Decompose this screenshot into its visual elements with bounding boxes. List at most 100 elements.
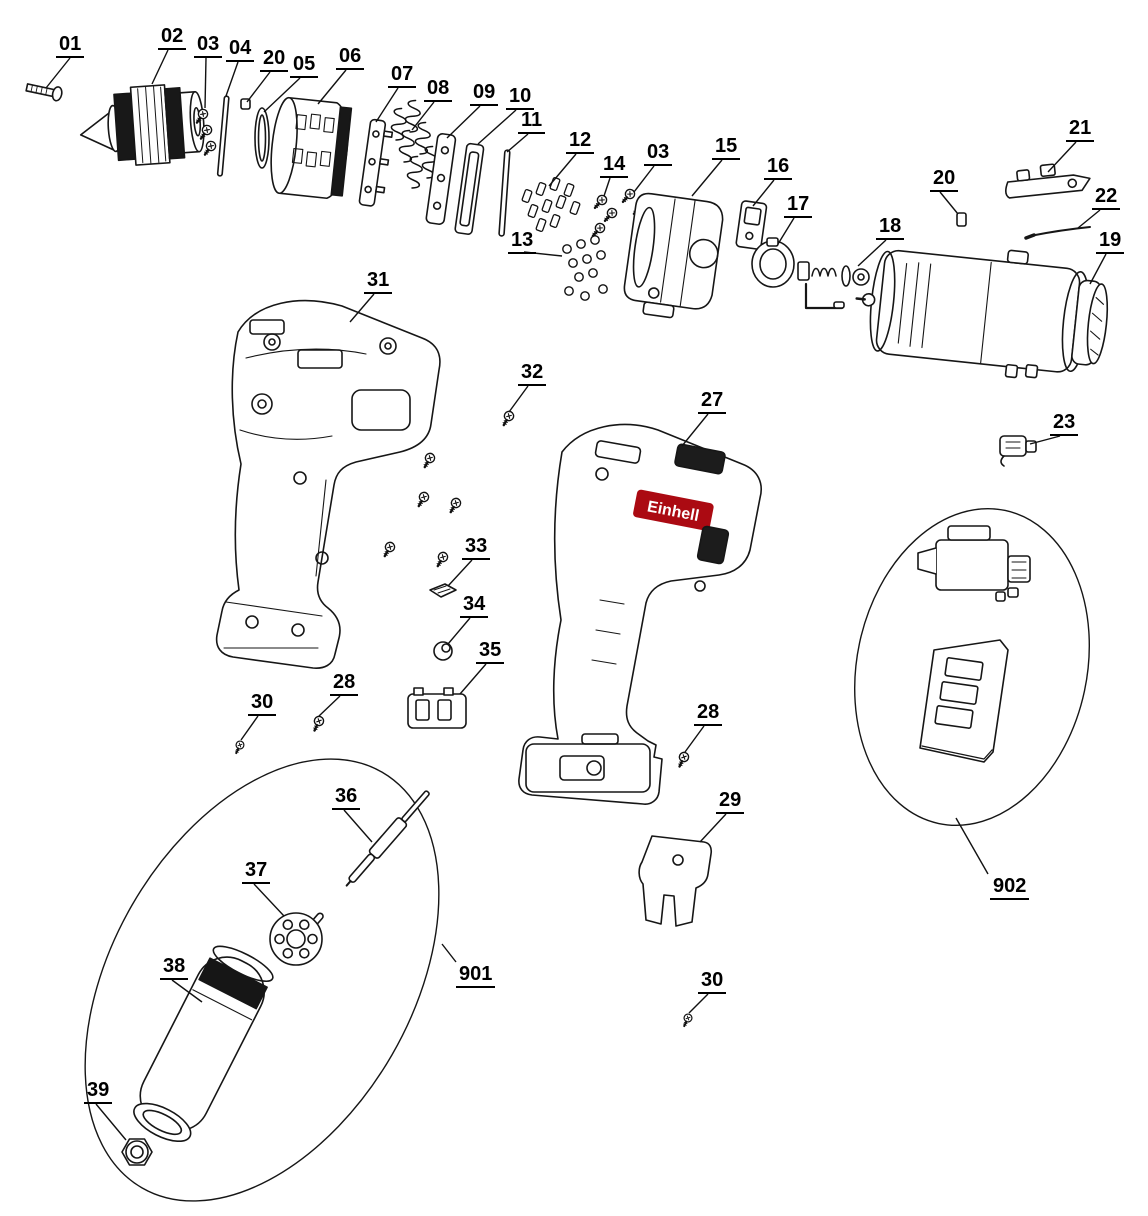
leader-line-16 xyxy=(752,179,775,207)
part-label-28: 28 xyxy=(694,702,723,726)
leader-line-29 xyxy=(699,813,727,843)
leader-line-02 xyxy=(151,49,169,85)
leader-line-09 xyxy=(446,105,481,139)
leader-line-33 xyxy=(447,559,473,587)
callout-902-ellipse xyxy=(853,507,1091,827)
leader-line-902 xyxy=(955,817,989,875)
pin-20b xyxy=(956,212,967,227)
part-label-39: 39 xyxy=(84,1080,113,1104)
pin-plate-07 xyxy=(358,118,394,207)
part-label-07: 07 xyxy=(388,64,417,88)
handle-nut-39 xyxy=(121,1138,153,1166)
part-label-20: 20 xyxy=(260,48,289,72)
leader-line-18 xyxy=(857,239,887,267)
leader-line-21 xyxy=(1047,141,1077,173)
gearbox-15 xyxy=(623,192,724,319)
leader-line-31 xyxy=(349,293,375,323)
part-label-33: 33 xyxy=(462,536,491,560)
part-label-18: 18 xyxy=(876,216,905,240)
leader-line-23 xyxy=(1029,435,1061,445)
pin-04 xyxy=(216,95,230,177)
connector-23 xyxy=(999,435,1037,467)
belt-clip-29 xyxy=(638,835,713,927)
part-label-06: 06 xyxy=(336,46,365,70)
part-label-37: 37 xyxy=(242,860,271,884)
leader-line-22 xyxy=(1077,209,1101,229)
torque-ring-06 xyxy=(270,96,353,200)
plate-10 xyxy=(454,142,485,235)
motor-19 xyxy=(855,249,1109,379)
housing-left-31 xyxy=(215,299,441,669)
screw-28b xyxy=(674,749,692,770)
part-label-30: 30 xyxy=(248,692,277,716)
rollers-12 xyxy=(520,176,582,233)
part-label-27: 27 xyxy=(698,390,727,414)
leader-line-37 xyxy=(253,883,285,917)
callout-901-ellipse xyxy=(84,758,440,1202)
leader-line-12 xyxy=(548,153,577,187)
rod-22 xyxy=(1024,226,1091,240)
housing-right-27: Einhell xyxy=(518,423,762,805)
part-label-32: 32 xyxy=(518,362,547,386)
leader-line-11 xyxy=(506,133,529,153)
leader-line-20 xyxy=(246,71,271,103)
pin-11 xyxy=(498,149,511,237)
leader-line-32 xyxy=(508,385,529,413)
leader-line-06 xyxy=(317,69,347,105)
leader-lines xyxy=(45,49,1107,1141)
part-label-01: 01 xyxy=(56,34,85,58)
leader-line-28 xyxy=(684,725,705,753)
part-label-13: 13 xyxy=(508,230,537,254)
part-label-31: 31 xyxy=(364,270,393,294)
part-label-29: 29 xyxy=(716,790,745,814)
leader-line-19 xyxy=(1089,253,1107,285)
ring-17 xyxy=(751,237,795,288)
leader-line-01 xyxy=(45,57,71,89)
leader-line-30 xyxy=(240,715,259,741)
bracket-35 xyxy=(407,687,467,729)
spindle-assembly-18 xyxy=(797,261,870,310)
leader-line-14 xyxy=(603,177,611,197)
aux-handle-rod-36 xyxy=(345,790,430,887)
part-label-15: 15 xyxy=(712,136,741,160)
part-label-10: 10 xyxy=(506,86,535,110)
balls-13 xyxy=(561,235,609,302)
screw-30a xyxy=(231,738,247,756)
chuck-screw xyxy=(25,83,63,102)
cover-plate xyxy=(919,639,1009,763)
clip-33 xyxy=(429,583,457,598)
screws-14 xyxy=(588,192,620,241)
leader-line-03 xyxy=(204,57,207,109)
part-label-02: 02 xyxy=(158,26,187,50)
aux-handle-wheel-37 xyxy=(269,912,324,966)
part-label-14: 14 xyxy=(600,154,629,178)
part-label-35: 35 xyxy=(476,640,505,664)
part-label-38: 38 xyxy=(160,956,189,980)
leader-line-20 xyxy=(939,191,959,215)
leader-line-08 xyxy=(411,101,435,131)
part-label-20: 20 xyxy=(930,168,959,192)
part-label-34: 34 xyxy=(460,594,489,618)
leader-line-27 xyxy=(681,413,709,447)
part-label-09: 09 xyxy=(470,82,499,106)
aux-handle-grip-38 xyxy=(133,945,274,1142)
leader-line-38 xyxy=(171,979,203,1003)
leader-line-10 xyxy=(477,109,517,145)
leader-line-36 xyxy=(343,809,373,843)
leader-line-17 xyxy=(777,217,795,245)
plate-16 xyxy=(735,200,768,250)
leader-line-39 xyxy=(95,1103,127,1141)
screw-28a xyxy=(309,713,327,734)
plate-09 xyxy=(425,133,457,225)
leader-line-34 xyxy=(447,617,471,645)
leader-line-28 xyxy=(318,695,341,717)
ring-05 xyxy=(254,107,270,169)
leader-line-05 xyxy=(263,77,301,113)
part-label-28: 28 xyxy=(330,672,359,696)
leader-line-901 xyxy=(441,943,457,963)
part-label-16: 16 xyxy=(764,156,793,180)
trigger-switch-assembly xyxy=(917,525,1031,602)
part-label-22: 22 xyxy=(1092,186,1121,210)
